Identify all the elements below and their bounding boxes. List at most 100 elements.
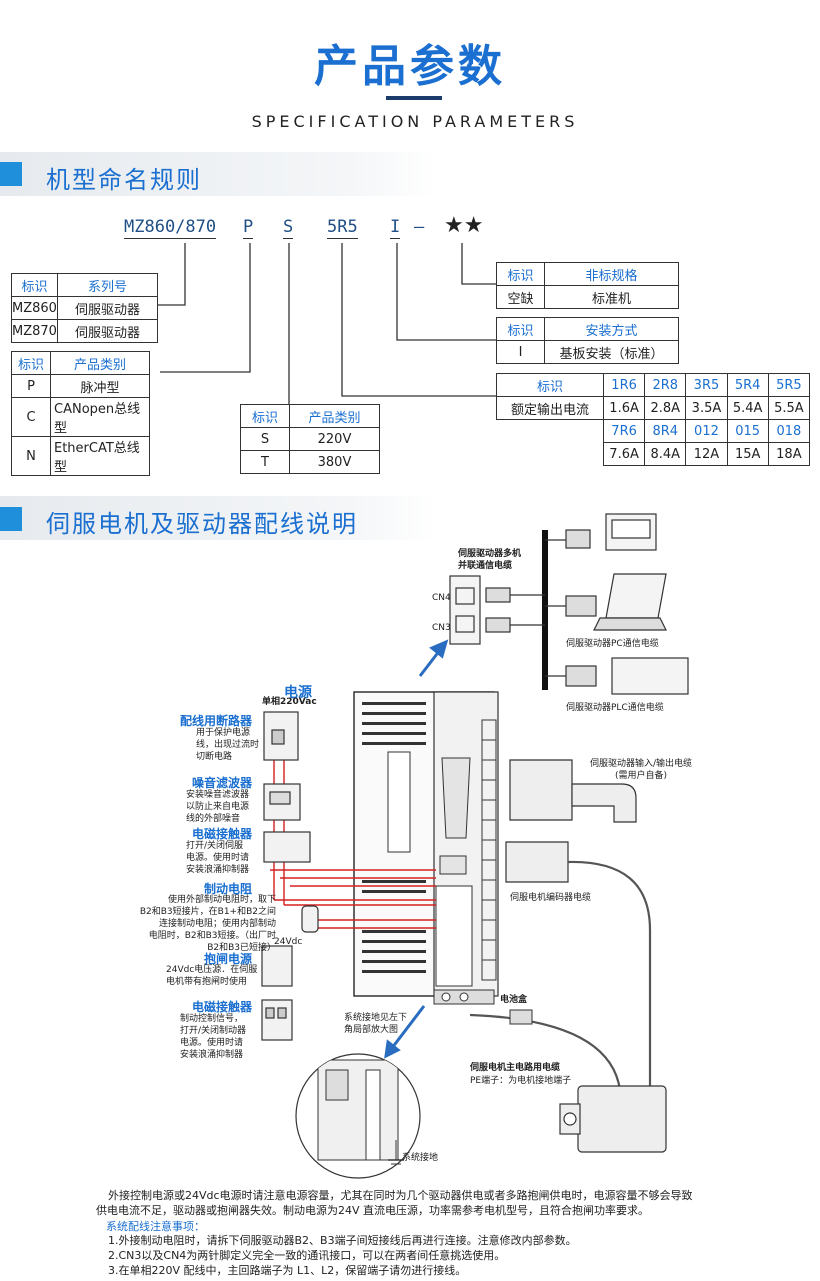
contactor2-desc-line: 制动控制信号， xyxy=(180,1014,244,1024)
title-underline xyxy=(386,96,442,100)
power-label: 电源 xyxy=(284,685,312,701)
page-title: 产品参数 xyxy=(314,41,506,92)
filter-title: 噪音滤波器 xyxy=(192,776,253,790)
filter-desc-line: 线的外部噪音 xyxy=(186,814,241,824)
ground-note: 系统接地见左下 角局部放大图 xyxy=(344,1012,407,1036)
section-band-wiring xyxy=(0,496,437,540)
voltage-cell: 380V xyxy=(289,450,380,474)
battery-label: 电池盒 xyxy=(500,995,528,1005)
multi-comm-line: 并联通信电缆 xyxy=(458,561,513,571)
product-type-table: 标识 产品类别 P 脉冲型 C CANopen总线型 N EtherCAT总线型 xyxy=(11,351,150,476)
plc-cable-label: 伺服驱动器PLC通信电缆 xyxy=(566,703,664,713)
current-code: 7R6 xyxy=(602,419,646,443)
code-nonstandard: ★★ xyxy=(444,213,484,238)
section-title-naming: 机型命名规则 xyxy=(46,166,202,194)
code-series: MZ860/870 xyxy=(124,217,217,239)
nonstd-cell: 空缺 xyxy=(496,285,545,309)
filter-desc-line: 以防止来自电源 xyxy=(186,802,250,812)
current-value: 8.4A xyxy=(644,442,687,466)
nonstd-cell: 标准机 xyxy=(544,285,679,309)
contactor2-desc-line: 电源。使用时请 xyxy=(180,1038,244,1048)
naming-connector-lines xyxy=(158,243,496,404)
code-mount: I xyxy=(390,217,401,239)
current-code: 2R8 xyxy=(644,373,687,397)
note-paragraph-line: 外接控制电源或24Vdc电源时请注意电源容量，尤其在同时为几个驱动器供电或者多路… xyxy=(108,1189,693,1202)
type-cell: EtherCAT总线型 xyxy=(50,436,150,476)
current-value: 12A xyxy=(685,442,728,466)
pe-note: PE端子：为电机接地端子 xyxy=(470,1076,572,1086)
mount-cell: 基板安装（标准） xyxy=(544,340,679,364)
voltage-cell: 220V xyxy=(289,427,380,451)
pc-cable-label: 伺服驱动器PC通信电缆 xyxy=(566,639,659,649)
brake-power-voltage: 24Vdc xyxy=(274,937,303,947)
current-value: 15A xyxy=(726,442,769,466)
brake-power-desc: 24Vdc电压源．在伺服 电机带有抱闸时使用 xyxy=(166,964,257,988)
current-value: 7.6A xyxy=(602,442,646,466)
current-value: 2.8A xyxy=(644,396,687,420)
type-cell: N xyxy=(11,436,51,476)
multi-comm-label: 伺服驱动器多机 并联通信电缆 xyxy=(458,548,521,572)
mount-cell: I xyxy=(496,340,545,364)
power-sub-label: 单相220Vac xyxy=(262,697,317,707)
current-code: 3R5 xyxy=(685,373,728,397)
breaker-desc-line: 切断电路 xyxy=(196,752,233,762)
page-subtitle: SPECIFICATION PARAMETERS xyxy=(251,112,579,131)
servo-drive-illustration xyxy=(353,691,499,1005)
encoder-cable-label: 伺服电机编码器电缆 xyxy=(510,893,592,903)
cn4-label: CN4 xyxy=(432,593,451,603)
mount-table: 标识 安装方式 I 基板安装（标准） xyxy=(496,317,679,364)
section-band-naming xyxy=(0,152,437,196)
contactor-desc-line: 打开/关闭伺服 xyxy=(186,841,244,851)
contactor2-desc-line: 安装浪涌抑制器 xyxy=(180,1050,244,1060)
contactor-desc-line: 电源。使用时请 xyxy=(186,853,250,863)
ground-note-line: 系统接地见左下 xyxy=(344,1013,408,1023)
voltage-table: 标识 产品类别 S 220V T 380V xyxy=(240,404,380,474)
breaker-title: 配线用断路器 xyxy=(180,714,253,728)
code-type: P xyxy=(243,217,254,239)
contactor2-title: 电磁接触器 xyxy=(192,1000,253,1014)
ground-note-line: 角局部放大图 xyxy=(344,1025,399,1035)
resistor-desc-line: 电阻时，B2和B3短接。（出厂时 xyxy=(148,931,276,941)
section-title-wiring: 伺服电机及驱动器配线说明 xyxy=(46,510,358,538)
contactor-title: 电磁接触器 xyxy=(192,827,253,841)
voltage-header-name: 产品类别 xyxy=(289,404,380,428)
code-voltage: S xyxy=(283,217,294,239)
notes-title: 系统配线注意事项： xyxy=(106,1220,205,1233)
breaker-desc-line: 用于保护电源 xyxy=(196,728,251,738)
filter-desc-line: 安装噪音滤波器 xyxy=(186,790,250,800)
brake-power-title: 抱闸电源 xyxy=(204,952,253,966)
brake-power-desc-line: 24Vdc电压源．在伺服 xyxy=(166,965,258,975)
contactor2-desc-line: 打开/关闭制动器 xyxy=(180,1026,247,1036)
io-cable-label: 伺服驱动器输入/输出电缆 (需用户自备) xyxy=(590,758,692,782)
current-code: 5R4 xyxy=(726,373,769,397)
current-value: 18A xyxy=(767,442,811,466)
note-item: 1.外接制动电阻时，请拆下伺服驱动器B2、B3端子间短接线后再进行连接。注意修改… xyxy=(108,1234,577,1247)
code-dash: — xyxy=(414,217,425,237)
current-table: 标识 1R6 2R8 3R5 5R4 5R5 额定输出电流 1.6A 2.8A … xyxy=(496,373,811,466)
nonstandard-table: 标识 非标规格 空缺 标准机 xyxy=(496,262,679,309)
resistor-desc-line: B2和B3短接片，在B1+和B2之间 xyxy=(139,907,276,917)
voltage-cell: S xyxy=(240,427,290,451)
resistor-title: 制动电阻 xyxy=(204,882,253,896)
filter-desc: 安装噪音滤波器 以防止来自电源 线的外部噪音 xyxy=(186,789,249,825)
nonstd-header-id: 标识 xyxy=(496,262,545,286)
current-code: 018 xyxy=(767,419,811,443)
section-marker-naming xyxy=(0,162,22,186)
cn3-label: CN3 xyxy=(432,623,451,633)
resistor-desc-line: B2和B3已短接） xyxy=(207,943,276,953)
resistor-desc: 使用外部制动电阻时，取下 B2和B3短接片，在B1+和B2之间 连接制动电阻；使… xyxy=(118,894,276,954)
note-item: 3.在单相220V 配线中，主回路端子为 L1、L2，保留端子请勿进行接线。 xyxy=(108,1264,467,1277)
resistor-desc-line: 使用外部制动电阻时，取下 xyxy=(167,895,276,905)
resistor-desc-line: 连接制动电阻；使用内部制动 xyxy=(158,919,276,929)
breaker-desc: 用于保护电源 线，出现过流时 切断电路 xyxy=(196,727,259,763)
io-cable-line: (需用户自备) xyxy=(615,771,668,781)
brake-power-desc-line: 电机带有抱闸时使用 xyxy=(166,977,248,987)
current-code: 015 xyxy=(726,419,769,443)
code-current: 5R5 xyxy=(327,217,358,239)
type-cell: 脉冲型 xyxy=(50,374,150,398)
series-cell: MZ870 xyxy=(11,319,58,343)
io-cable-line: 伺服驱动器输入/输出电缆 xyxy=(590,759,693,769)
note-paragraph-line: 供电电流不足，驱动器或抱闸器失效。制动电源为24V 直流电压源，功率需参考电机型… xyxy=(96,1204,650,1217)
note-item: 2.CN3以及CN4为两针脚定义完全一致的通讯接口，可以在两者间任意挑选使用。 xyxy=(108,1249,506,1262)
multi-comm-line: 伺服驱动器多机 xyxy=(458,549,522,559)
